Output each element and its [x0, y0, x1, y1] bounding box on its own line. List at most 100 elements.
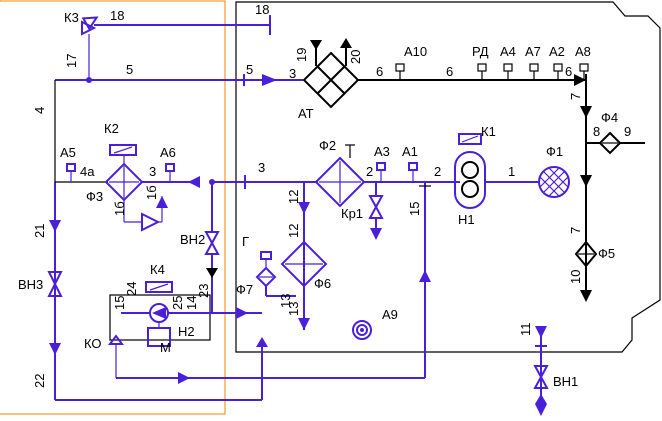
label-f4: Ф4 [601, 110, 618, 125]
label-k4: К4 [150, 262, 165, 277]
label-1b-b: 1б [144, 185, 159, 200]
pump-h1 [454, 133, 538, 209]
pump-h2 [109, 281, 262, 347]
label-h2: Н2 [178, 324, 195, 339]
label-k3: К3 [64, 10, 79, 25]
label-line-10: 10 [568, 270, 583, 284]
label-a9: А9 [382, 307, 398, 322]
label-f7: Ф7 [236, 282, 253, 297]
line-18 [94, 15, 271, 35]
label-line-17: 17 [64, 54, 79, 68]
label-line-2-a: 2 [366, 164, 373, 179]
label-rd: РД [472, 44, 489, 59]
label-line-1: 1 [508, 164, 515, 179]
label-line-8: 8 [593, 124, 600, 139]
label-line-25: 25 [170, 296, 185, 310]
gauge-a9 [352, 320, 372, 340]
label-bh2: ВН2 [180, 232, 205, 247]
check-valve-ko [108, 334, 124, 378]
label-line-20: 20 [348, 50, 363, 64]
label-f6: Ф6 [314, 276, 331, 291]
gauge-a1 [408, 162, 418, 182]
label-a3: А3 [374, 144, 390, 159]
gauges-line-6 [395, 63, 589, 80]
label-line-6-a: 6 [376, 64, 383, 79]
valve-k3 [81, 16, 99, 80]
label-bh1: ВН1 [553, 374, 578, 389]
line-7-8-10 [574, 106, 645, 302]
label-4a: 4а [80, 164, 95, 179]
label-a8: А8 [575, 44, 591, 59]
gauge-a6 [165, 163, 175, 182]
return-line-bottom [116, 337, 425, 400]
filter-f7 [255, 251, 296, 297]
label-line-6-b: 6 [446, 64, 453, 79]
gauge-a3 [376, 162, 386, 182]
heat-exchanger-at [302, 38, 360, 109]
label-line-18-a: 18 [110, 8, 124, 23]
valve-bh3 [47, 271, 63, 297]
label-line-21: 21 [32, 224, 47, 238]
label-f5: Ф5 [598, 246, 615, 261]
line-5 [55, 74, 303, 86]
filter-f3 [55, 144, 200, 202]
label-a6: А6 [160, 145, 176, 160]
valve-bh2 [204, 182, 220, 313]
label-k1: К1 [481, 124, 496, 139]
label-1b-a: 1б [112, 201, 127, 216]
label-a5: А5 [60, 145, 76, 160]
label-g: Г [242, 234, 249, 249]
filter-f6 [280, 240, 328, 288]
label-line-15-a: 15 [407, 202, 422, 216]
label-at: АТ [298, 106, 314, 121]
label-line-7-b: 7 [568, 227, 583, 234]
label-kp1: Кр1 [341, 206, 363, 221]
label-line-5: 5 [126, 62, 133, 77]
tank-housing-outline [235, 1, 661, 353]
label-line-18-b: 18 [255, 2, 269, 17]
label-line-5-b: 5 [246, 62, 253, 77]
label-a1: А1 [402, 144, 418, 159]
label-line-13: 13 [286, 302, 301, 316]
label-ko: КО [84, 336, 102, 351]
label-h1: Н1 [458, 212, 475, 227]
label-line-3-a: 3 [149, 164, 156, 179]
label-line-12-a: 12 [286, 190, 301, 204]
label-a2: А2 [549, 44, 565, 59]
label-line-3-b: 3 [258, 160, 265, 175]
label-line-9: 9 [624, 124, 631, 139]
label-line-11: 11 [518, 323, 533, 337]
labels: К3 18 18 5 5 3 АТ 6 6 6 А10 РД А4 А7 А2 … [18, 2, 631, 389]
check-valve-1b [123, 196, 168, 232]
label-f3: Ф3 [86, 189, 103, 204]
label-line-12-b: 12 [286, 224, 301, 238]
line-15 [419, 182, 431, 378]
label-line-15-b: 15 [112, 296, 127, 310]
label-line-23: 23 [196, 284, 211, 298]
valve-kp1 [368, 182, 384, 240]
label-f2: Ф2 [319, 138, 336, 153]
label-k2: К2 [104, 121, 119, 136]
filter-f1 [538, 166, 570, 198]
line-4-21-22 [49, 80, 262, 401]
gauge-a5 [66, 163, 76, 182]
label-a7: А7 [525, 44, 541, 59]
label-line-14: 14 [184, 296, 199, 310]
label-line-4: 4 [32, 107, 47, 114]
left-area-outline [0, 0, 226, 415]
label-line-6-c: 6 [565, 64, 572, 79]
label-line-13-b: 13 [278, 294, 293, 308]
label-f1: Ф1 [546, 144, 563, 159]
label-a4: А4 [500, 44, 516, 59]
label-a10: А10 [404, 44, 427, 59]
filter-f2 [314, 144, 460, 208]
label-line-24: 24 [124, 282, 139, 296]
valve-bh1 [533, 326, 549, 416]
label-line-7-a: 7 [568, 93, 583, 100]
label-bh3: ВН3 [18, 277, 43, 292]
label-line-3-at: 3 [289, 66, 296, 81]
label-line-2-b: 2 [434, 164, 441, 179]
label-line-22: 22 [32, 374, 47, 388]
